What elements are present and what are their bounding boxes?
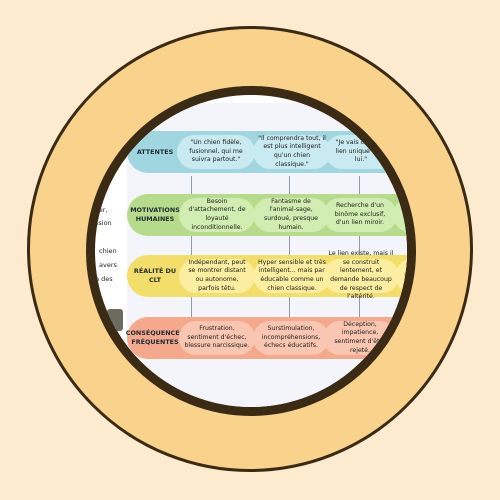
row-consequences-frequentes: Conséquences fréquentes Frustration, sen… (125, 317, 407, 359)
side-image-thumbnail (107, 309, 123, 331)
row-cell: "Je vais créer un lien unique avec lui." (325, 135, 397, 169)
row-cell: Besoin d'attachement, de loyauté incondi… (179, 198, 255, 232)
row-attentes: Attentes "Un chien fidèle, fusionnel, qu… (127, 131, 407, 173)
row-label: Motivations humaines (130, 206, 180, 223)
row-cell: R (393, 321, 407, 355)
row-cell: "Il comprendra tout, il est plus intelli… (253, 135, 331, 169)
row-cell: Ego, (393, 198, 407, 232)
row-cell: "Un chien fidèle, fusionnel, qui me suiv… (177, 135, 255, 169)
row-cell: Indépendant, peut se montrer distant ou … (179, 259, 255, 293)
row-cell: Surstimulation, incompréhensions, échecs… (253, 321, 329, 355)
side-text-fragment: ier, (97, 206, 108, 214)
row-cell: Déception, impatience, sentiment d'être … (323, 321, 397, 355)
row-cell: Fantasme de l'animal-sage, surdoué, pres… (253, 198, 329, 232)
row-cell: Hyper sensible et très intelligent... ma… (253, 259, 331, 293)
side-text-fragment: chien (99, 247, 117, 255)
connector-line (191, 176, 192, 324)
row-cell: Le CL monde sam (395, 259, 407, 293)
row-cell: Recherche d'un binôme exclusif, d'un lie… (323, 198, 397, 232)
magnifier-lens: ier, ssion chien avers n des Attentes "U… (86, 86, 416, 416)
row-cell: Le lien existe, mais il se construit len… (323, 250, 399, 300)
row-motivations-humaines: Motivations humaines Besoin d'attachemen… (127, 194, 407, 236)
connector-line (289, 176, 290, 324)
diagram-scene: ier, ssion chien avers n des Attentes "U… (95, 95, 407, 407)
side-text-fragment: ssion (95, 219, 112, 227)
row-cell: Frustration, sentiment d'échec, blessure… (179, 321, 255, 355)
row-label: Conséquences fréquentes (125, 329, 185, 346)
side-text-fragment: avers (99, 261, 117, 269)
connector-line (359, 176, 360, 324)
row-label: Réalité du CLT (133, 267, 177, 284)
side-text-fragment: n des (95, 275, 113, 283)
row-label: Attentes (136, 147, 174, 156)
row-realite-du-clt: Réalité du CLT Indépendant, peut se mont… (127, 250, 407, 300)
